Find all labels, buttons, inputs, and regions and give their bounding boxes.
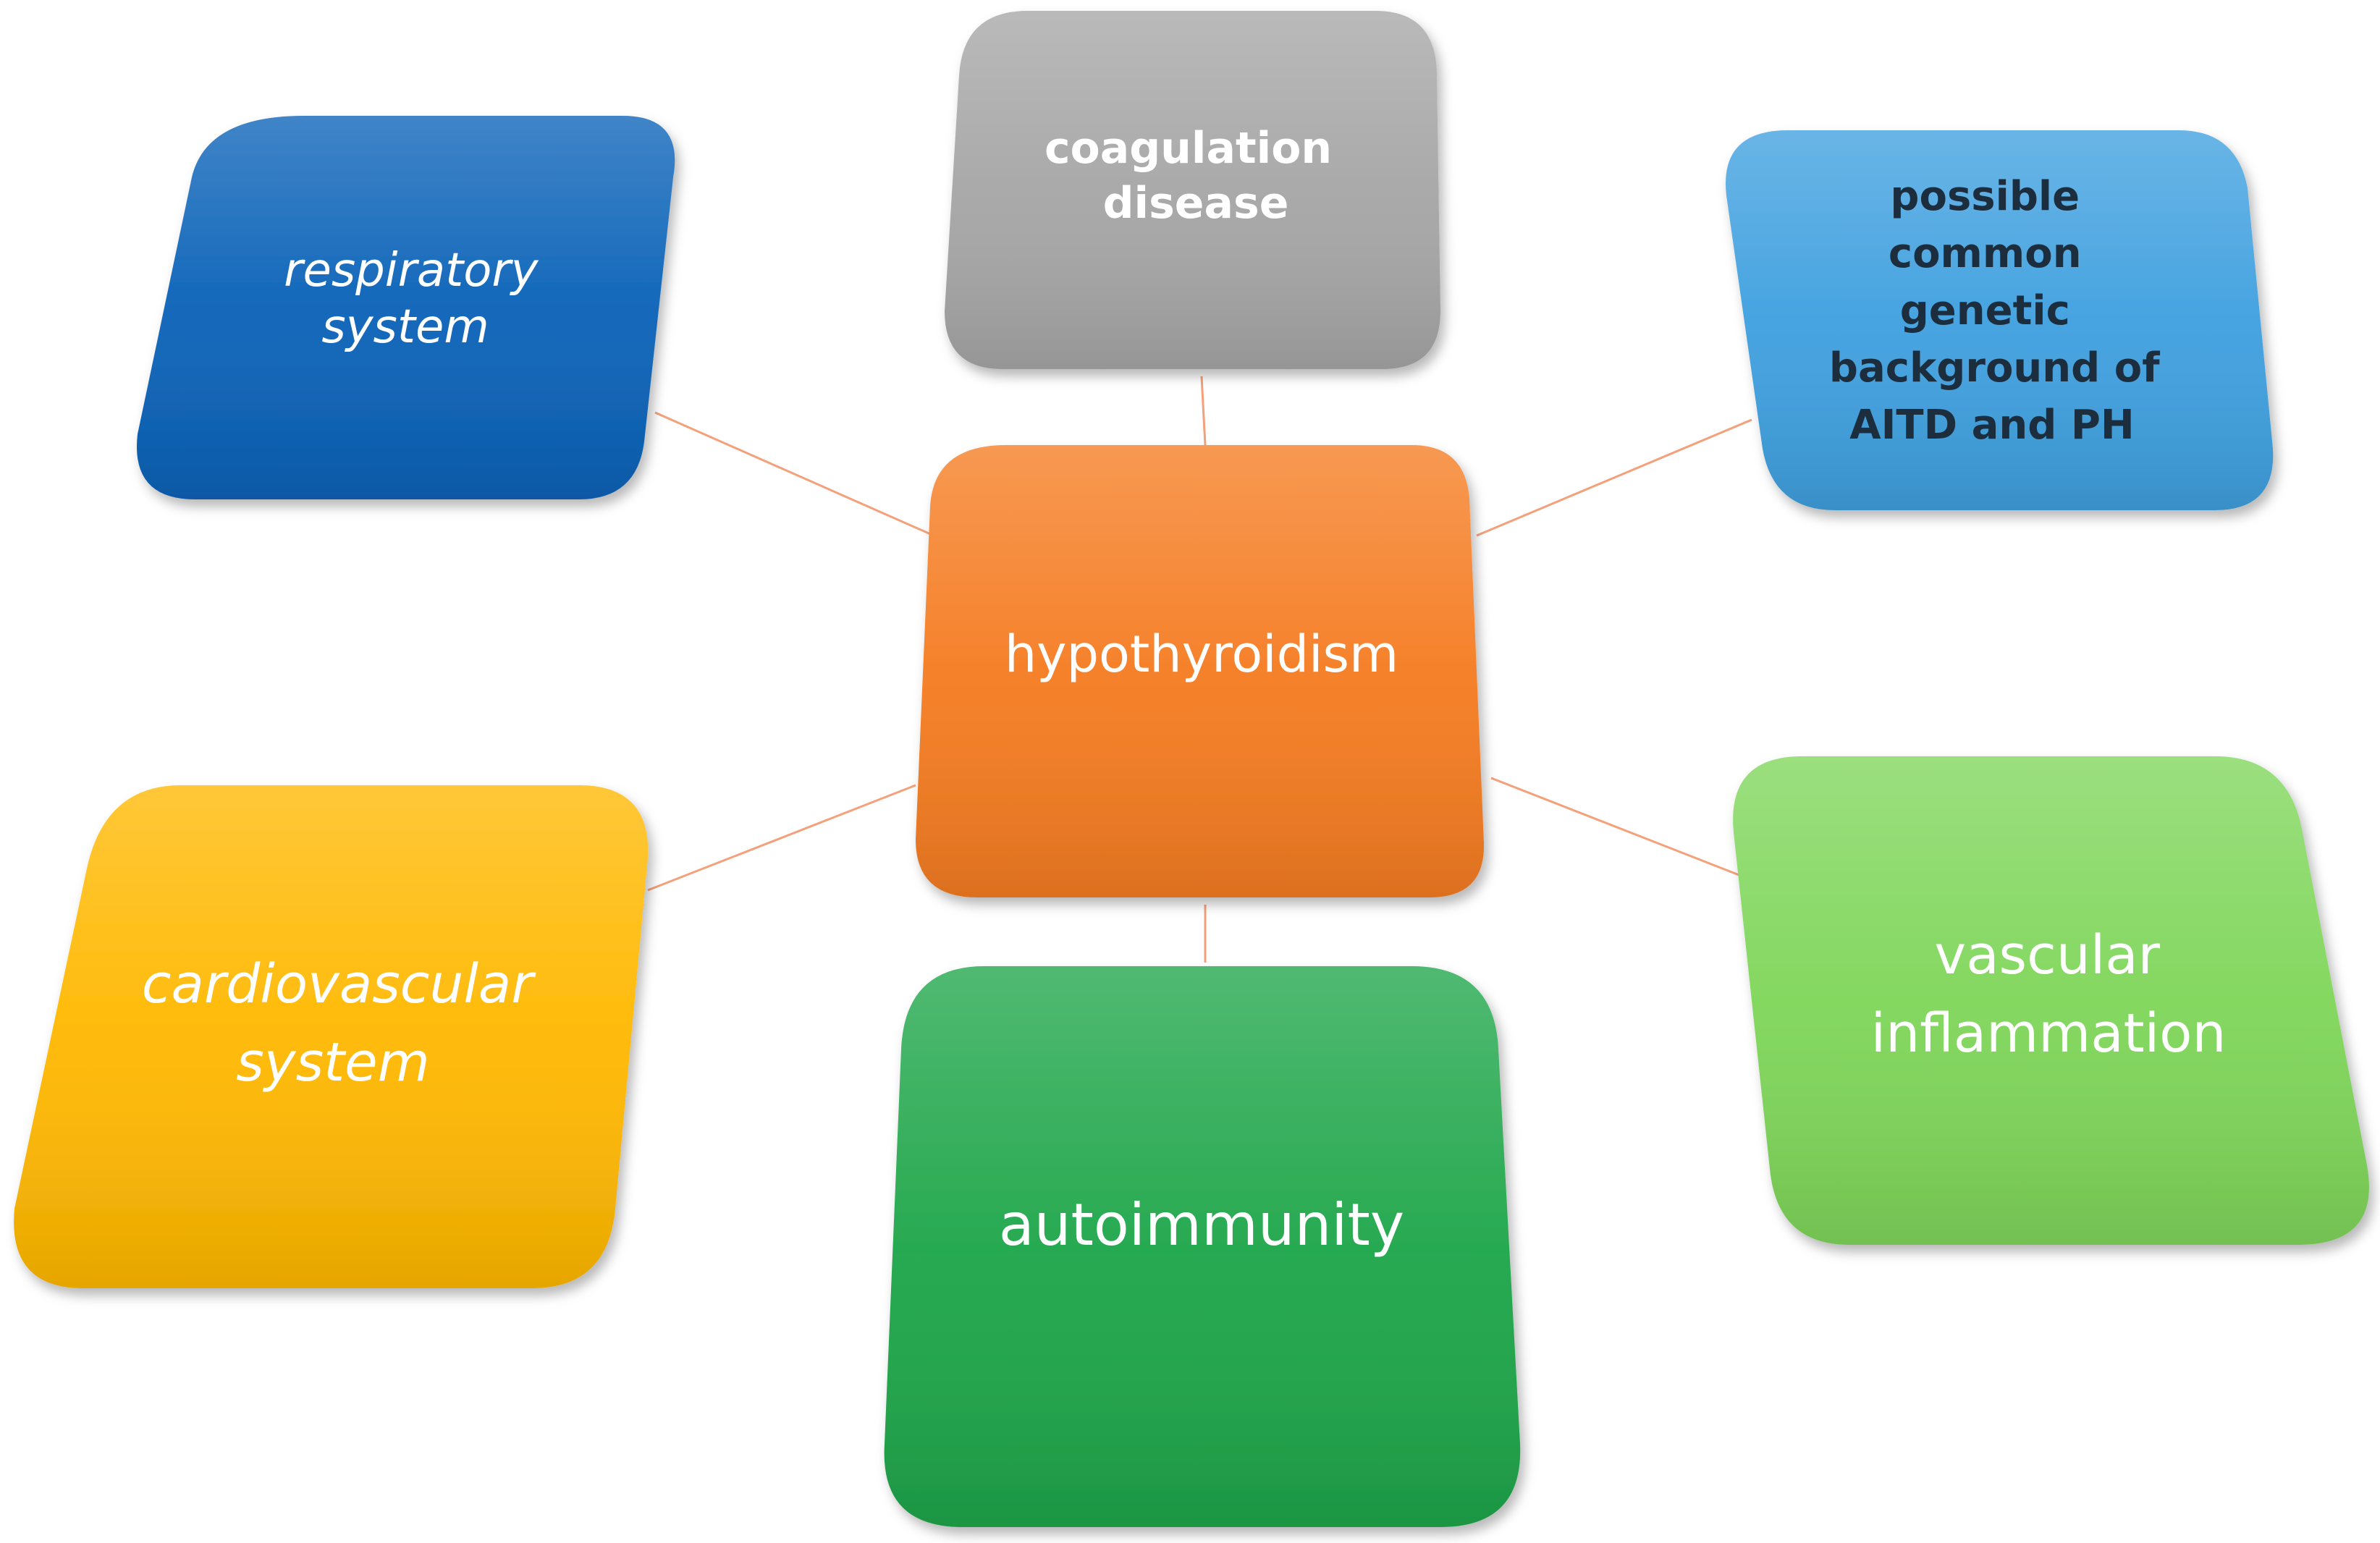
node-vascular: vascular inflammation bbox=[1733, 756, 2369, 1245]
node-respiratory-line-1: respiratory bbox=[284, 244, 539, 297]
node-coagulation-label: coagulation disease bbox=[1045, 123, 1347, 229]
node-genetic-line-4: background of bbox=[1829, 344, 2160, 392]
center-label: hypothyroidism bbox=[1005, 625, 1398, 684]
node-respiratory: respiratory system bbox=[137, 116, 675, 499]
node-vascular-line-1: vascular bbox=[1934, 924, 2160, 986]
node-cardiovascular-label: cardiovascular system bbox=[142, 953, 550, 1094]
node-coagulation-shine bbox=[945, 11, 1440, 369]
node-cardiovascular: cardiovascular system bbox=[14, 785, 649, 1288]
node-genetic-label: possible common genetic background of AI… bbox=[1829, 173, 2174, 449]
node-cardiovascular-line-2: system bbox=[236, 1031, 430, 1094]
node-coagulation-line-2: disease bbox=[1103, 178, 1289, 229]
node-vascular-shine bbox=[1733, 756, 2369, 1245]
node-respiratory-line-2: system bbox=[321, 300, 489, 354]
node-autoimmunity: autoimmunity bbox=[884, 966, 1521, 1527]
node-genetic-line-2: common bbox=[1889, 230, 2082, 277]
node-genetic-line-5: AITD and PH bbox=[1849, 402, 2135, 449]
node-vascular-line-2: inflammation bbox=[1871, 1002, 2227, 1065]
node-genetic-shine bbox=[1726, 130, 2274, 510]
node-center: hypothyroidism bbox=[916, 445, 1485, 897]
connectors bbox=[647, 376, 1752, 963]
node-cardiovascular-line-1: cardiovascular bbox=[142, 953, 536, 1015]
node-cardiovascular-shine bbox=[14, 785, 649, 1288]
node-vascular-label: vascular inflammation bbox=[1871, 924, 2227, 1065]
node-genetic-line-3: genetic bbox=[1900, 287, 2070, 334]
node-autoimmunity-line-1: autoimmunity bbox=[999, 1191, 1404, 1259]
node-respiratory-shine bbox=[137, 116, 675, 499]
connector-cardiovascular bbox=[647, 784, 916, 892]
connector-coagulation bbox=[1200, 376, 1207, 446]
node-center-shine bbox=[916, 445, 1485, 897]
node-genetic: possible common genetic background of AI… bbox=[1726, 130, 2274, 510]
node-autoimmunity-label: autoimmunity bbox=[999, 1191, 1404, 1259]
node-coagulation: coagulation disease bbox=[945, 11, 1440, 369]
connector-vascular bbox=[1490, 777, 1742, 877]
node-genetic-line-1: possible bbox=[1890, 173, 2080, 220]
node-autoimmunity-shine bbox=[884, 966, 1521, 1527]
node-respiratory-label: respiratory system bbox=[284, 244, 553, 354]
node-coagulation-line-1: coagulation bbox=[1045, 123, 1332, 174]
connector-respiratory bbox=[654, 411, 934, 537]
connector-genetic bbox=[1476, 418, 1752, 537]
